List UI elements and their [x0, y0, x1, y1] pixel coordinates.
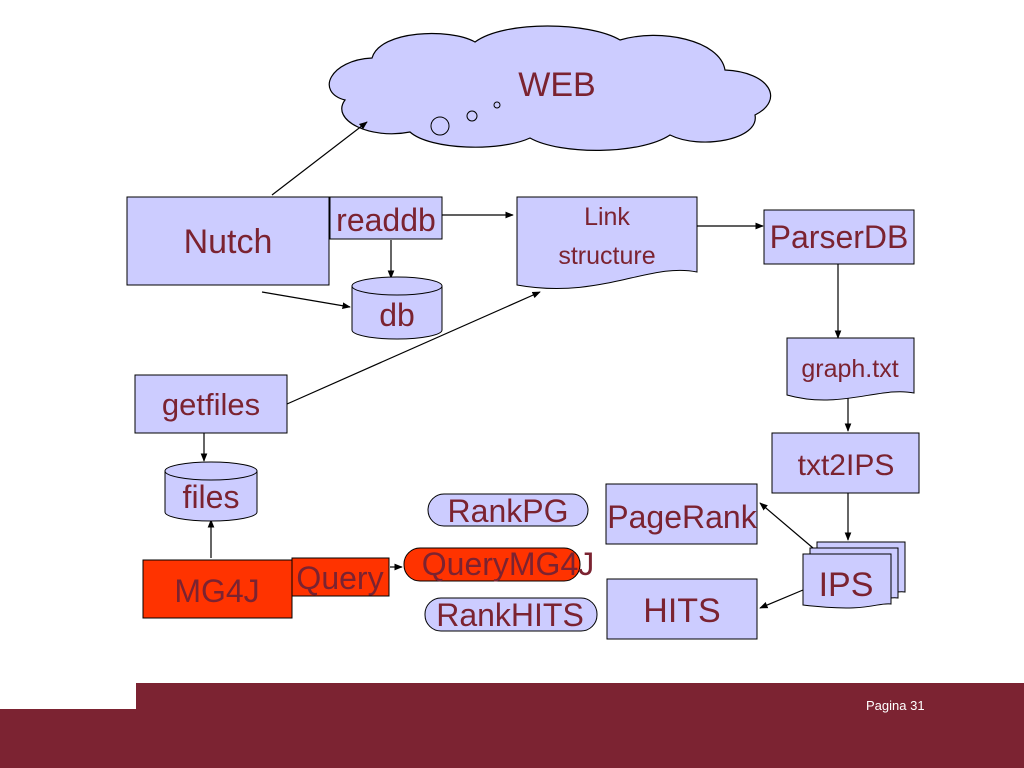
mg4j-label: MG4J — [174, 573, 259, 609]
files-cylinder: files — [164, 461, 258, 522]
connectors — [200, 121, 852, 609]
txt2ips-box: txt2IPS — [771, 432, 920, 494]
pagerank-box: PageRank — [605, 483, 758, 545]
arrow-getfiles-to-link — [286, 291, 541, 405]
footer-bar — [0, 683, 1024, 768]
db-label: db — [379, 297, 415, 333]
pagerank-label: PageRank — [607, 499, 757, 535]
thought-bubble-small — [493, 101, 501, 109]
rankhits-label: RankHITS — [436, 597, 584, 633]
query-label: Query — [296, 560, 383, 596]
rankpg-label: RankPG — [448, 493, 569, 529]
parserdb-box: ParserDB — [763, 209, 915, 265]
web-cloud: WEB — [328, 25, 772, 151]
arrow-ips-to-pagerank — [759, 502, 814, 549]
querymg4j-label: QueryMG4J — [422, 546, 594, 582]
link-label-line1: Link — [584, 203, 630, 231]
parserdb-label: ParserDB — [770, 219, 909, 255]
rankpg-pill: RankPG — [427, 493, 589, 529]
ips-label: IPS — [819, 566, 874, 604]
getfiles-box: getfiles — [134, 374, 288, 434]
thought-bubble-medium — [466, 110, 478, 122]
rankhits-pill: RankHITS — [424, 597, 598, 633]
getfiles-label: getfiles — [162, 387, 260, 422]
mg4j-box: MG4J — [142, 559, 293, 619]
nutch-box: Nutch — [126, 196, 330, 286]
web-label: WEB — [518, 66, 595, 104]
arrow-nutch-to-db — [261, 291, 351, 310]
thought-bubble-large — [430, 116, 450, 136]
nutch-label: Nutch — [184, 223, 273, 261]
arrow-nutch-to-web — [271, 121, 368, 196]
db-cylinder: db — [351, 276, 443, 340]
files-label: files — [183, 479, 240, 515]
readdb-label: readdb — [336, 202, 436, 238]
txt2ips-label: txt2IPS — [798, 449, 895, 482]
footer-notch — [0, 683, 136, 709]
page-number: Pagina 31 — [866, 698, 925, 713]
graph-label: graph.txt — [801, 355, 898, 383]
querymg4j-pill: QueryMG4J — [403, 546, 594, 582]
graph-document: graph.txt — [786, 337, 915, 401]
hits-box: HITS — [606, 578, 758, 640]
hits-label: HITS — [643, 592, 720, 630]
link-structure-document: Link structure — [516, 196, 698, 289]
query-box: Query — [291, 557, 390, 597]
arrow-ips-to-hits — [759, 589, 804, 609]
link-label-line2: structure — [558, 242, 655, 270]
readdb-box: readdb — [329, 196, 443, 240]
ips-multidocument: IPS — [802, 541, 906, 609]
